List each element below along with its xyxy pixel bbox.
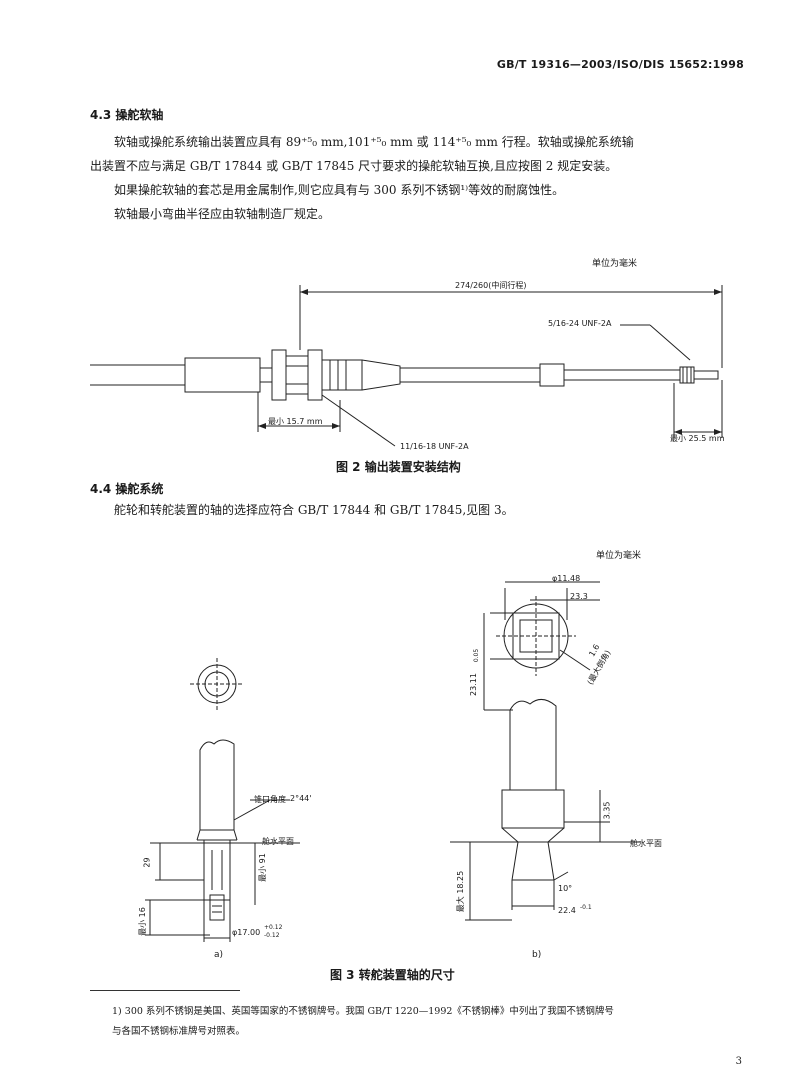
figure-2-unit-note: 单位为毫米 — [592, 259, 638, 269]
standard-number: GB/T 19316—2003/ISO/DIS 15652:1998 — [496, 58, 744, 71]
fig3a-min-91: 最小 91 — [257, 853, 267, 882]
fig3a-sub-label: a) — [214, 950, 224, 960]
section-4-3-para1-line2: 出装置不应与满足 GB/T 17844 或 GB/T 17845 尺寸要求的操舵… — [90, 159, 618, 173]
taper-angle-value: 2°44' — [290, 794, 312, 803]
min-left-label: 最小 15.7 mm — [268, 417, 323, 426]
thread-nut-label: 11/16-18 UNF-2A — [400, 442, 469, 451]
section-4-4-heading: 4.4 操舵系统 — [90, 482, 164, 496]
fig3b-horizontal-plane: 舱水平面 — [630, 839, 662, 848]
figure-3-drawing — [145, 581, 640, 942]
min-right-label: 最小 25.5 mm — [670, 434, 725, 443]
figure-3-caption: 图 3 转舵装置轴的尺寸 — [330, 968, 455, 982]
fig3a-min-16: 最小 16 — [137, 907, 147, 936]
footnote-line-1: 1) 300 系列不锈钢是美国、英国等国家的不锈钢牌号。我国 GB/T 1220… — [112, 1006, 614, 1017]
section-4-3-heading: 4.3 操舵软轴 — [90, 108, 164, 122]
section-4-3-para2: 如果操舵软轴的套芯是用金属制作,则它应具有与 300 系列不锈钢¹⁾等效的耐腐蚀… — [114, 183, 565, 197]
figure-3-unit-note: 单位为毫米 — [596, 551, 642, 561]
section-4-3-para1-line1: 软轴或操舵系统输出装置应具有 89⁺⁵₀ mm,101⁺⁵₀ mm 或 114⁺… — [114, 135, 634, 149]
fig3a-dia-tol-lower: -0.12 — [264, 932, 280, 939]
fig3a-dia-tol-upper: +0.12 — [264, 924, 283, 931]
fig3b-height-tol: 0.05 — [473, 648, 481, 663]
fig3a-horizontal-plane: 舱水平面 — [262, 837, 294, 846]
fig3a-dim-29: 29 — [142, 857, 152, 868]
page-number: 3 — [735, 1056, 742, 1067]
fig3b-sub-label: b) — [532, 950, 542, 960]
figure-2-drawing — [90, 285, 723, 447]
fig3b-square: 23.3 — [570, 592, 588, 601]
section-4-3-para3: 软轴最小弯曲半径应由软轴制造厂规定。 — [114, 207, 331, 221]
fig3b-height: 23.11 — [468, 673, 478, 696]
footnote-line-2: 与各国不锈钢标准牌号对照表。 — [112, 1026, 246, 1037]
footnote-divider — [90, 990, 240, 991]
taper-angle-label: 锥口角度 — [254, 795, 286, 804]
section-4-4-para: 舵轮和转舵装置的轴的选择应符合 GB/T 17844 和 GB/T 17845,… — [114, 503, 514, 517]
fig3b-angle: 10° — [558, 884, 573, 893]
fig3b-dim-224-tol: -0.1 — [580, 904, 592, 911]
figure-2-caption: 图 2 输出装置安装结构 — [336, 460, 461, 474]
fig3b-dim-335: 3.35 — [602, 801, 612, 820]
fig3b-max-1825: 最大 18.25 — [456, 870, 466, 913]
fig3a-diameter: φ17.00 — [232, 928, 261, 937]
fig3b-dim-224: 22.4 — [558, 906, 576, 915]
travel-dimension-label: 274/260(中间行程) — [455, 281, 527, 290]
thread-right-label: 5/16-24 UNF-2A — [548, 319, 612, 328]
fig3b-diameter: φ11.48 — [552, 574, 581, 583]
